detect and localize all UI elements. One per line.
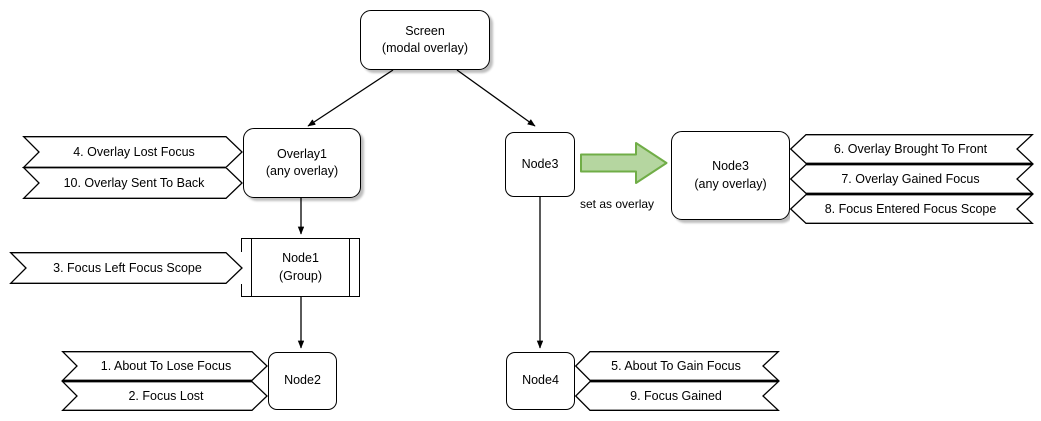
node-node2-line1: Node2 — [284, 373, 321, 388]
node-node3-overlay[interactable]: Node3 (any overlay) — [671, 131, 790, 220]
event-label: 7. Overlay Gained Focus — [841, 172, 980, 186]
event-label: 4. Overlay Lost Focus — [73, 145, 195, 159]
event-overlay-lost-focus[interactable]: 4. Overlay Lost Focus — [23, 136, 243, 168]
event-focus-lost[interactable]: 2. Focus Lost — [62, 381, 268, 411]
node-screen-line2: (modal overlay) — [381, 41, 469, 55]
event-overlay-gained-focus[interactable]: 7. Overlay Gained Focus — [790, 164, 1033, 194]
node-node4[interactable]: Node4 — [506, 352, 575, 410]
node-node2[interactable]: Node2 — [268, 352, 337, 410]
node-screen-line1: Screen — [405, 23, 445, 38]
group-right-bar — [349, 239, 350, 296]
node-node4-line1: Node4 — [522, 373, 559, 388]
node-node1-group[interactable]: Node1 (Group) — [241, 238, 360, 297]
node-node3-line1: Node3 — [521, 156, 559, 171]
chevron-left-shape — [790, 134, 1033, 164]
event-overlay-sent-to-back[interactable]: 10. Overlay Sent To Back — [23, 167, 243, 199]
node-node1-line1: Node1 — [282, 251, 319, 266]
node-node3-overlay-line2: (any overlay) — [694, 176, 767, 191]
chevron-right-shape — [10, 252, 243, 284]
set-as-overlay-arrow — [580, 141, 668, 185]
block-arrow-icon — [580, 142, 668, 184]
node-screen[interactable]: Screen (modal overlay) — [360, 10, 490, 70]
event-label: 10. Overlay Sent To Back — [63, 176, 205, 190]
event-label: 1. About To Lose Focus — [100, 359, 232, 373]
chevron-left-shape — [575, 381, 779, 411]
event-label: 3. Focus Left Focus Scope — [53, 261, 202, 275]
chevron-left-shape — [790, 194, 1033, 224]
node-overlay1-line2: (any overlay) — [265, 164, 339, 178]
event-overlay-brought-to-front[interactable]: 6. Overlay Brought To Front — [790, 134, 1033, 164]
event-about-to-lose-focus[interactable]: 1. About To Lose Focus — [62, 351, 268, 381]
event-label: 2. Focus Lost — [128, 389, 204, 403]
event-about-to-gain-focus[interactable]: 5. About To Gain Focus — [575, 351, 779, 381]
event-label: 8. Focus Entered Focus Scope — [824, 202, 997, 216]
node-node3[interactable]: Node3 — [505, 132, 575, 197]
node-overlay1[interactable]: Overlay1 (any overlay) — [243, 128, 361, 198]
chevron-right-shape — [62, 351, 268, 381]
node-overlay1-line1: Overlay1 — [276, 146, 328, 161]
edge-screen-node3 — [456, 69, 536, 127]
chevron-right-shape — [62, 381, 268, 411]
group-left-bar — [251, 239, 252, 296]
chevron-left-shape — [575, 351, 779, 381]
event-label: 6. Overlay Brought To Front — [833, 142, 988, 156]
event-label: 5. About To Gain Focus — [611, 359, 741, 373]
set-as-overlay-label: set as overlay — [580, 197, 655, 211]
node-node1-line2: (Group) — [278, 268, 323, 283]
event-focus-left-focus-scope[interactable]: 3. Focus Left Focus Scope — [10, 252, 243, 284]
chevron-right-shape — [23, 167, 243, 199]
event-focus-entered-focus-scope[interactable]: 8. Focus Entered Focus Scope — [790, 194, 1033, 224]
edge-screen-overlay1 — [307, 69, 394, 127]
event-label: 9. Focus Gained — [630, 389, 722, 403]
node-node3-overlay-line1: Node3 — [712, 159, 749, 174]
chevron-left-shape — [790, 164, 1033, 194]
event-focus-gained[interactable]: 9. Focus Gained — [575, 381, 779, 411]
